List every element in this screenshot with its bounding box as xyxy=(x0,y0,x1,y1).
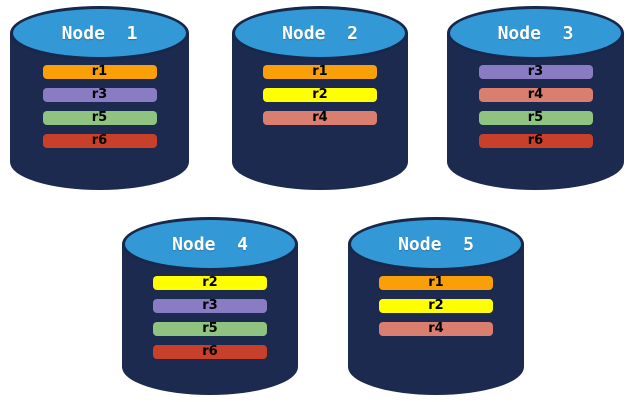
replica-bar-r2: r2 xyxy=(263,88,377,102)
replica-bar-r6: r6 xyxy=(478,134,593,148)
node-label: Node 4 xyxy=(172,233,248,255)
node-label: Node 2 xyxy=(282,22,358,44)
db-node-cylinder-5: Node 5 r1 r2 r4 xyxy=(348,217,524,395)
db-node-cylinder-3: Node 3 r3 r4 r5 r6 xyxy=(447,6,624,190)
replica-bar-r4: r4 xyxy=(263,111,377,125)
cylinder-top: Node 5 xyxy=(348,217,524,271)
replica-bar-r5: r5 xyxy=(153,322,267,336)
replica-bar-r1: r1 xyxy=(42,65,157,79)
node-label: Node 1 xyxy=(61,22,138,44)
replica-bar-r1: r1 xyxy=(263,65,377,79)
replica-bar-r5: r5 xyxy=(42,111,157,125)
node-label: Node 5 xyxy=(398,233,474,255)
replica-bar-r4: r4 xyxy=(478,88,593,102)
replica-bar-r6: r6 xyxy=(42,134,157,148)
replica-bar-r1: r1 xyxy=(379,276,493,290)
replica-list: r1 r3 r5 r6 xyxy=(10,65,189,148)
replica-list: r1 r2 r4 xyxy=(348,276,524,336)
cylinder-top: Node 1 xyxy=(10,6,189,60)
node-label: Node 3 xyxy=(497,22,574,44)
cylinder-top: Node 4 xyxy=(122,217,298,271)
replica-bar-r4: r4 xyxy=(379,322,493,336)
replica-bar-r5: r5 xyxy=(478,111,593,125)
replica-bar-r3: r3 xyxy=(42,88,157,102)
replica-bar-r2: r2 xyxy=(379,299,493,313)
replica-list: r3 r4 r5 r6 xyxy=(447,65,624,148)
db-node-cylinder-2: Node 2 r1 r2 r4 xyxy=(232,6,408,190)
replica-bar-r3: r3 xyxy=(153,299,267,313)
cylinder-top: Node 3 xyxy=(447,6,624,60)
db-node-cylinder-4: Node 4 r2 r3 r5 r6 xyxy=(122,217,298,395)
db-node-cylinder-1: Node 1 r1 r3 r5 r6 xyxy=(10,6,189,190)
replica-bar-r2: r2 xyxy=(153,276,267,290)
replica-list: r2 r3 r5 r6 xyxy=(122,276,298,359)
cylinder-top: Node 2 xyxy=(232,6,408,60)
replica-bar-r3: r3 xyxy=(478,65,593,79)
replica-bar-r6: r6 xyxy=(153,345,267,359)
replica-list: r1 r2 r4 xyxy=(232,65,408,125)
